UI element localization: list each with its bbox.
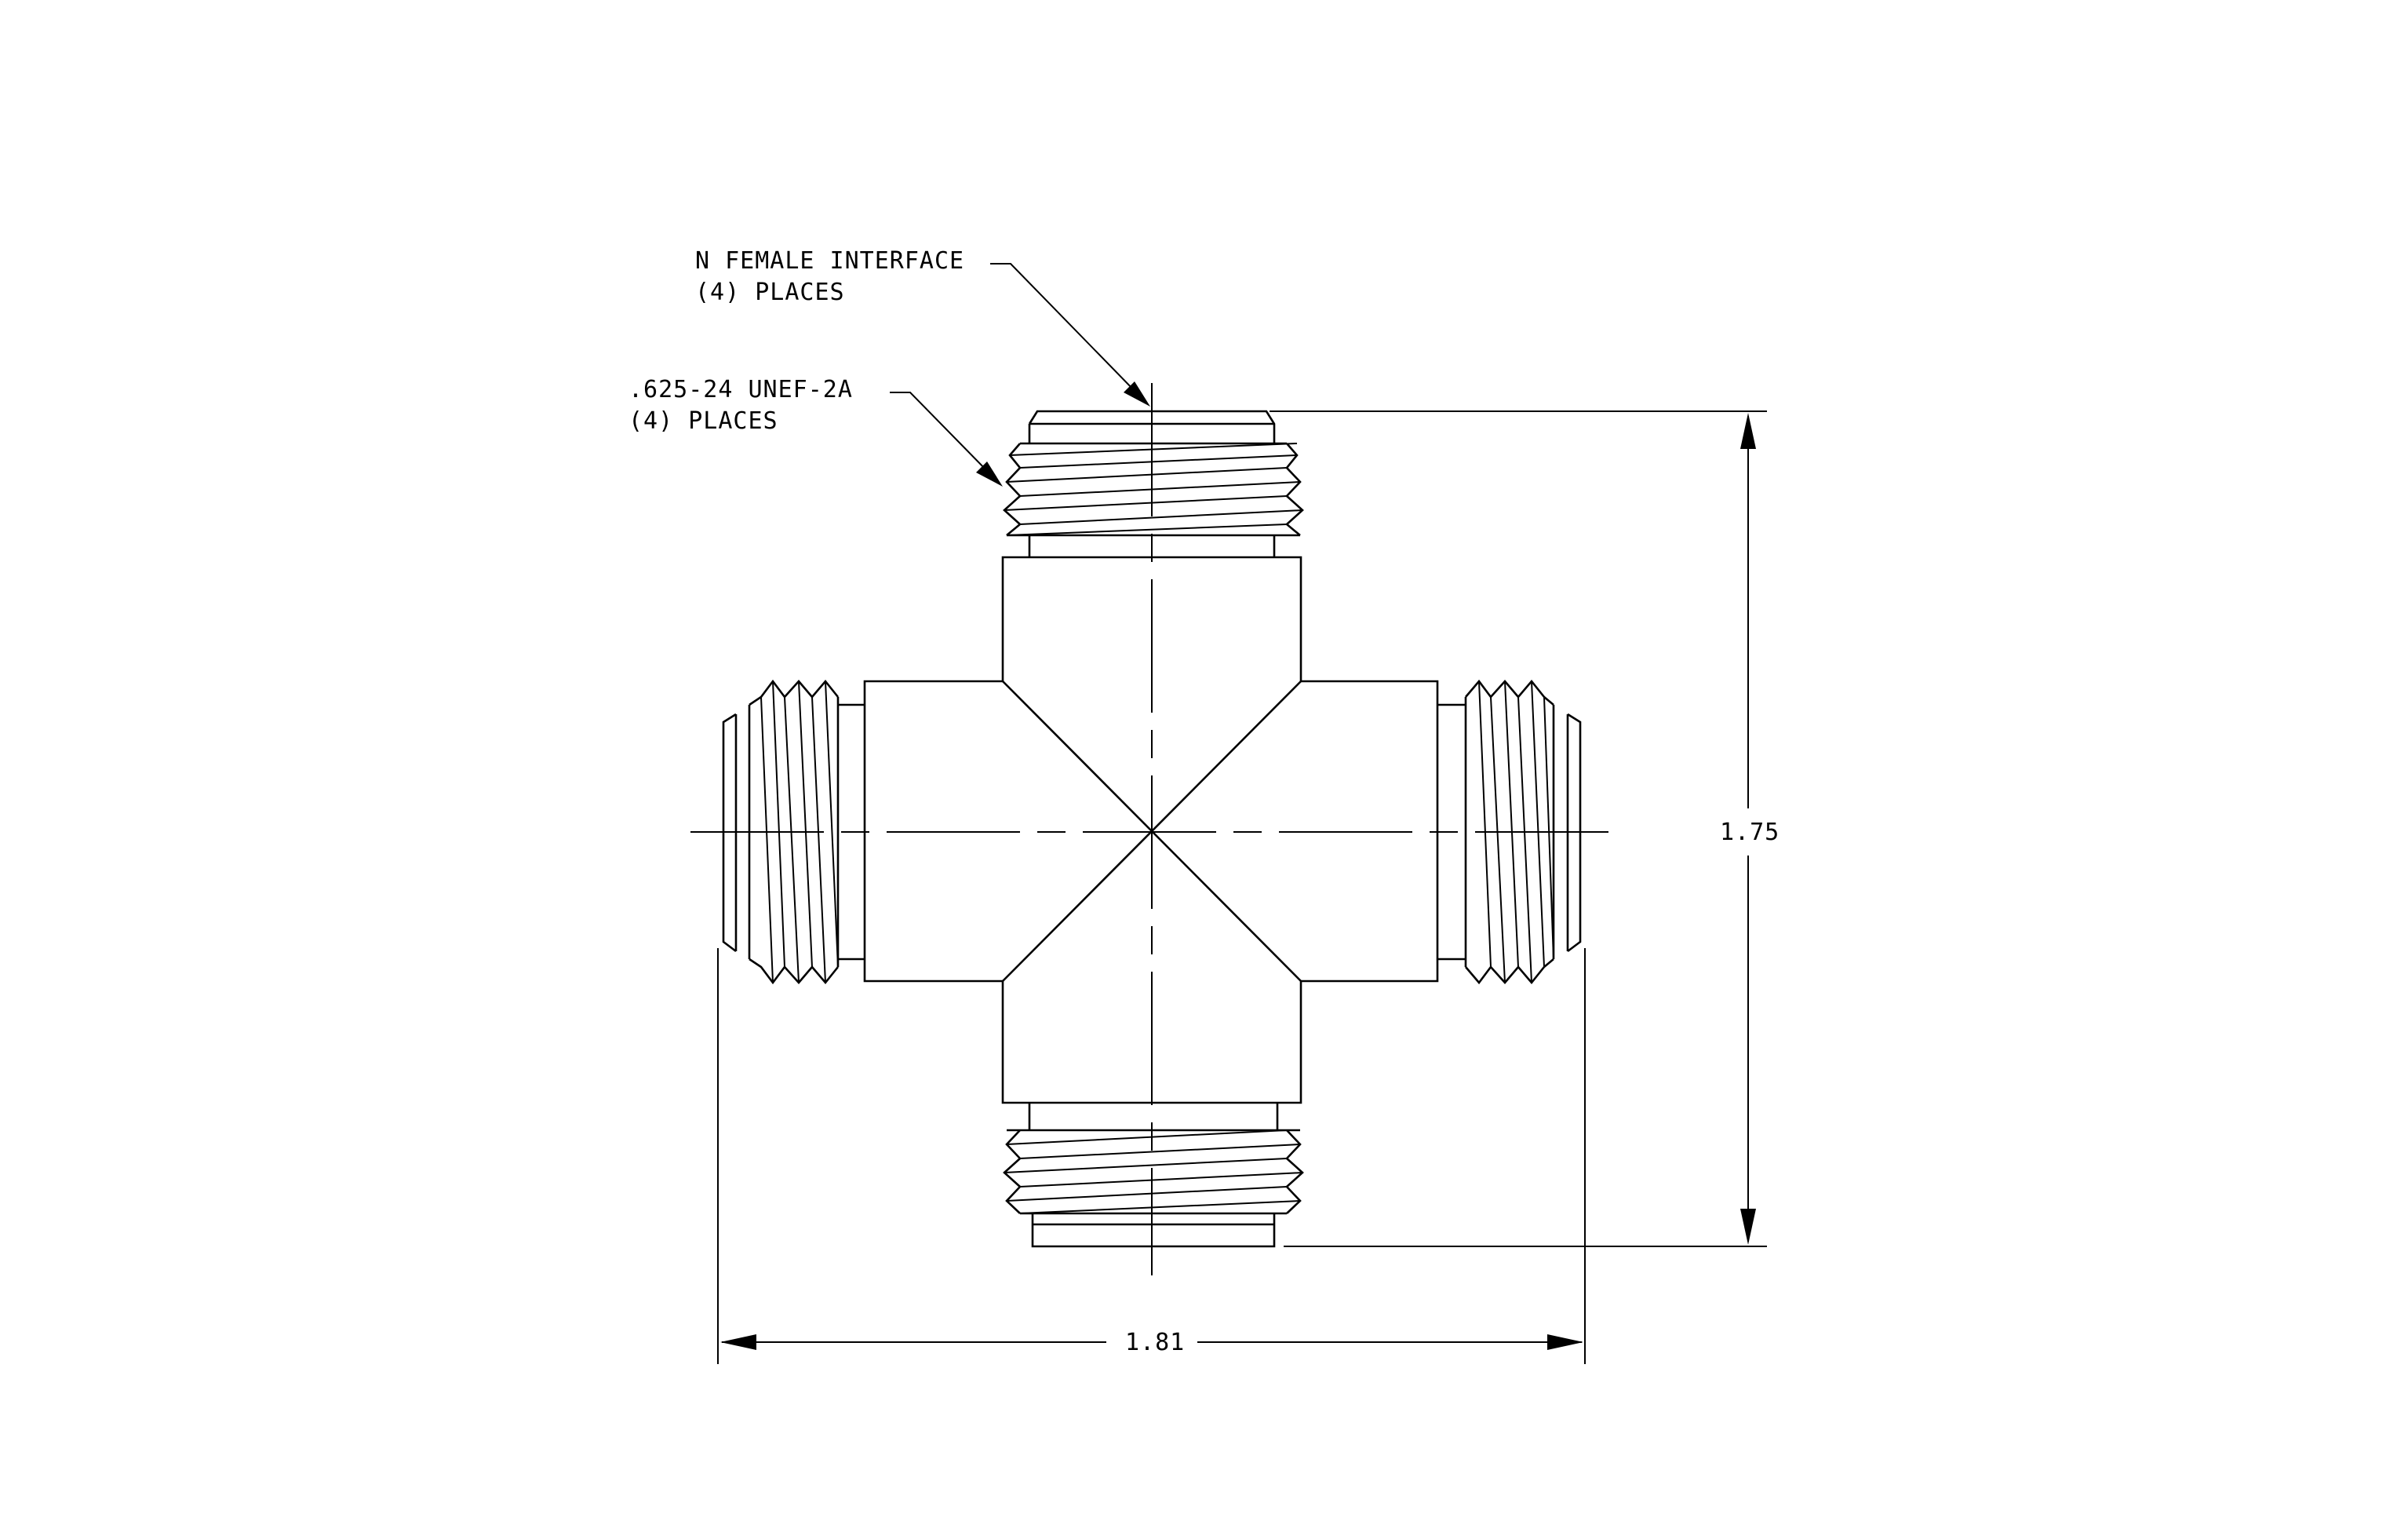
interface-callout-line2: (4) PLACES (695, 279, 845, 306)
helix (1004, 495, 1288, 511)
helix (1504, 680, 1519, 968)
interface-leader-arrowhead (1124, 381, 1150, 407)
helix (772, 680, 785, 968)
helix (1006, 524, 1288, 536)
top-thread-right-flank (1285, 443, 1304, 537)
bottom-neck (1028, 1103, 1279, 1130)
helix (825, 680, 839, 968)
helix (1019, 509, 1303, 525)
right-thread-top-flank (1465, 679, 1554, 706)
helix (1009, 443, 1298, 456)
top-thread-helix (1004, 443, 1303, 536)
width-arrow-right (1547, 1334, 1583, 1350)
helix (1490, 696, 1506, 983)
width-dimension: 1.81 (717, 948, 1586, 1364)
left-thread-helix (760, 680, 839, 983)
thread-callout-line2: (4) PLACES (628, 407, 778, 435)
top-port (1003, 410, 1304, 557)
helix (1019, 454, 1298, 469)
helix (1478, 680, 1492, 968)
helix (1531, 680, 1545, 968)
height-arrow-bottom (1740, 1209, 1756, 1245)
bottom-thread-helix (1004, 1129, 1303, 1214)
bottom-port (1003, 1103, 1304, 1248)
helix (1006, 1186, 1288, 1202)
height-arrow-top (1740, 413, 1756, 449)
left-interface-cap (722, 713, 737, 953)
left-neck (838, 703, 865, 961)
thread-callout-line1: .625-24 UNEF-2A (628, 376, 853, 403)
left-thread-top-flank (749, 679, 840, 706)
interface-callout-line1: N FEMALE INTERFACE (695, 247, 964, 275)
right-port (1437, 679, 1582, 985)
helix (811, 696, 826, 983)
interface-leader-line (990, 263, 1137, 393)
helix (784, 696, 800, 983)
helix (1019, 1200, 1301, 1214)
helix (1019, 1144, 1301, 1159)
right-neck (1437, 703, 1466, 961)
top-interface-cap (1028, 410, 1276, 443)
bottom-interface-cap (1031, 1213, 1276, 1248)
helix (1019, 1172, 1303, 1188)
helix (760, 696, 774, 983)
left-thread-bottom-flank (749, 958, 840, 985)
width-arrow-left (720, 1334, 756, 1350)
thread-leader-line (890, 392, 991, 475)
height-dimension: 1.75 (1270, 410, 1780, 1247)
cross-body (863, 556, 1439, 1104)
interface-leader (990, 263, 1150, 407)
thread-leader-arrowhead (976, 462, 1003, 487)
helix (1543, 696, 1554, 960)
right-thread-bottom-flank (1465, 958, 1554, 985)
thread-leader (890, 392, 1003, 487)
helix (1006, 467, 1288, 483)
width-dimension-value: 1.81 (1125, 1329, 1185, 1356)
helix (1004, 1158, 1288, 1173)
helix (1517, 696, 1532, 983)
right-interface-cap (1567, 713, 1582, 953)
helix (1006, 1129, 1288, 1145)
height-dimension-value: 1.75 (1720, 819, 1780, 846)
right-thread-helix (1478, 680, 1554, 983)
top-thread-left-flank (1003, 443, 1022, 537)
left-port (722, 679, 865, 985)
body-diagonal-2 (1002, 680, 1302, 982)
helix (1019, 481, 1301, 497)
helix (798, 680, 813, 968)
top-neck (1028, 535, 1276, 557)
